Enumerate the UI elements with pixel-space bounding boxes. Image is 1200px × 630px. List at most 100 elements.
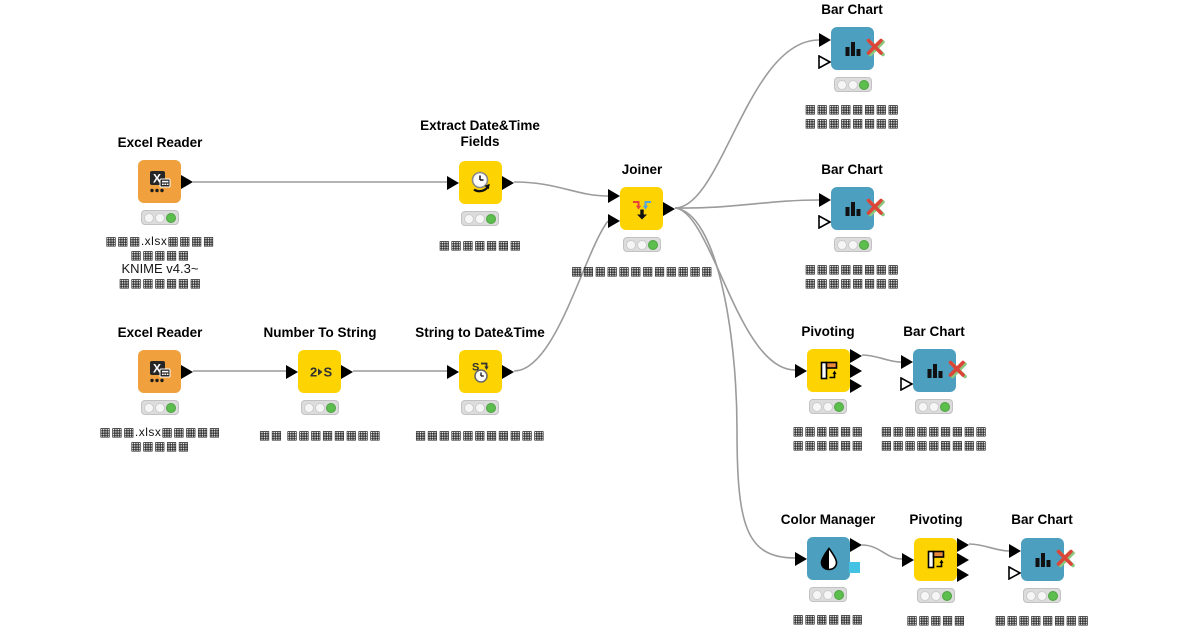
node-bar-chart-2[interactable] bbox=[818, 187, 885, 230]
node-bar-chart-4[interactable] bbox=[1008, 538, 1075, 581]
connection-pivoting1-barchart3[interactable] bbox=[861, 354, 902, 363]
input-port[interactable] bbox=[901, 355, 913, 369]
output-port[interactable] bbox=[502, 364, 514, 379]
bar-chart-icon bbox=[927, 363, 942, 378]
traffic-light-green bbox=[1048, 590, 1058, 601]
traffic-light-green bbox=[648, 239, 658, 250]
node-annotation: ▦▦ ▦▦▦▦▦▦▦▦ bbox=[225, 428, 415, 442]
traffic-light-yellow bbox=[475, 213, 485, 224]
traffic-light-yellow bbox=[823, 589, 833, 600]
disabled-output-x-icon bbox=[866, 38, 885, 57]
input-port[interactable] bbox=[1009, 544, 1021, 558]
traffic-light-green bbox=[166, 402, 176, 413]
input-port[interactable] bbox=[902, 552, 914, 567]
node-joiner[interactable] bbox=[608, 187, 675, 230]
node-title: Pivoting bbox=[801, 324, 855, 339]
node-pivoting-1[interactable] bbox=[795, 348, 862, 393]
input-port-top[interactable] bbox=[608, 189, 620, 203]
node-bar-chart-3[interactable] bbox=[900, 349, 967, 392]
annotation-line: ▦▦▦▦▦▦ bbox=[792, 424, 864, 438]
node-annotation: ▦▦▦▦▦▦▦▦ bbox=[947, 613, 1137, 627]
traffic-light-red bbox=[1026, 590, 1036, 601]
traffic-light bbox=[141, 400, 179, 415]
node-bar-chart-1[interactable] bbox=[818, 27, 885, 70]
connection-joiner-pivoting1[interactable] bbox=[674, 207, 796, 371]
traffic-light-green bbox=[486, 213, 496, 224]
input-port-bottom[interactable] bbox=[608, 214, 620, 228]
annotation-line: ▦▦▦▦▦ bbox=[130, 439, 190, 453]
node-title: Number To String bbox=[263, 325, 377, 340]
optional-input-port[interactable] bbox=[1008, 566, 1021, 580]
node-excel-reader-2[interactable]: X bbox=[138, 350, 193, 393]
traffic-light-yellow bbox=[155, 402, 165, 413]
optional-input-port[interactable] bbox=[818, 55, 831, 69]
annotation-line: ▦▦▦▦▦▦ bbox=[792, 438, 864, 452]
output-port-2[interactable] bbox=[957, 552, 969, 567]
connection-stringtodt-joiner[interactable] bbox=[513, 220, 609, 372]
annotation-line: ▦▦▦▦▦▦▦▦ bbox=[804, 116, 900, 130]
annotation-line: ▦▦▦.xlsx▦▦▦▦ bbox=[105, 234, 215, 248]
input-port[interactable] bbox=[447, 175, 459, 190]
input-port[interactable] bbox=[286, 364, 298, 379]
node-string-to-datetime[interactable]: S bbox=[447, 350, 514, 393]
traffic-light-green bbox=[859, 79, 869, 90]
input-port[interactable] bbox=[447, 364, 459, 379]
color-model-output-port[interactable] bbox=[849, 562, 860, 573]
annotation-line: ▦▦▦.xlsx▦▦▦▦▦ bbox=[99, 425, 221, 439]
annotation-line: ▦▦▦▦▦▦▦▦ bbox=[804, 276, 900, 290]
output-port[interactable] bbox=[850, 538, 862, 552]
output-port-3[interactable] bbox=[850, 378, 862, 393]
output-port[interactable] bbox=[502, 175, 514, 190]
node-pivoting-2[interactable] bbox=[902, 537, 969, 582]
output-port-3[interactable] bbox=[957, 567, 969, 582]
annotation-line: ▦▦▦▦▦▦▦▦▦▦▦▦ bbox=[570, 264, 714, 278]
traffic-light-yellow bbox=[929, 401, 939, 412]
output-port[interactable] bbox=[181, 174, 193, 189]
number-to-string-icon: 2 S bbox=[310, 364, 333, 379]
node-title: Joiner bbox=[621, 162, 663, 177]
node-excel-reader-1[interactable]: X bbox=[138, 160, 193, 203]
traffic-light bbox=[834, 237, 872, 252]
annotation-line: ▦▦▦▦▦▦ bbox=[792, 612, 864, 626]
traffic-light-green bbox=[859, 239, 869, 250]
output-port[interactable] bbox=[181, 364, 193, 379]
traffic-light-red bbox=[626, 239, 636, 250]
connection-joiner-barchart2[interactable] bbox=[674, 199, 820, 209]
output-port[interactable] bbox=[341, 364, 353, 379]
annotation-line: ▦▦▦▦▦▦▦▦ bbox=[804, 102, 900, 116]
node-number-to-string[interactable]: 2 S bbox=[286, 350, 353, 393]
node-annotation: ▦▦▦▦▦▦ ▦▦▦▦▦▦ bbox=[733, 424, 923, 452]
output-port-1[interactable] bbox=[957, 537, 969, 552]
connection-joiner-colormanager[interactable] bbox=[674, 207, 796, 559]
connection-pivoting2-barchart4[interactable] bbox=[968, 543, 1010, 552]
traffic-light bbox=[301, 400, 339, 415]
node-annotation: ▦▦▦▦▦▦▦▦▦▦▦▦ bbox=[547, 264, 737, 278]
input-port[interactable] bbox=[795, 551, 807, 566]
annotation-line: KNIME v4.3~ bbox=[121, 261, 199, 276]
node-annotation: ▦▦▦▦▦ bbox=[841, 613, 1031, 627]
input-port[interactable] bbox=[795, 363, 807, 378]
svg-text:X: X bbox=[152, 361, 160, 375]
traffic-light-yellow bbox=[1037, 590, 1047, 601]
input-port[interactable] bbox=[819, 193, 831, 207]
traffic-light-green bbox=[834, 589, 844, 600]
traffic-light-yellow bbox=[475, 402, 485, 413]
annotation-line: ▦▦▦▦▦ bbox=[906, 613, 966, 627]
excel-icon: X bbox=[149, 360, 170, 382]
connection-joiner-barchart1[interactable] bbox=[674, 39, 820, 209]
connection-extract-joiner[interactable] bbox=[513, 181, 609, 197]
connection-colormanager-pivoting2[interactable] bbox=[861, 544, 903, 560]
output-port[interactable] bbox=[663, 201, 675, 216]
traffic-light-green bbox=[486, 402, 496, 413]
node-extract-datetime-fields[interactable] bbox=[447, 161, 514, 204]
svg-text:X: X bbox=[152, 171, 160, 185]
excel-icon: X bbox=[149, 170, 170, 192]
optional-input-port[interactable] bbox=[818, 215, 831, 229]
output-port-2[interactable] bbox=[850, 363, 862, 378]
input-port[interactable] bbox=[819, 33, 831, 47]
disabled-output-x-icon bbox=[1056, 549, 1075, 568]
node-color-manager[interactable] bbox=[795, 537, 862, 580]
output-port-1[interactable] bbox=[850, 348, 862, 363]
optional-input-port[interactable] bbox=[900, 377, 913, 391]
traffic-light bbox=[141, 210, 179, 225]
